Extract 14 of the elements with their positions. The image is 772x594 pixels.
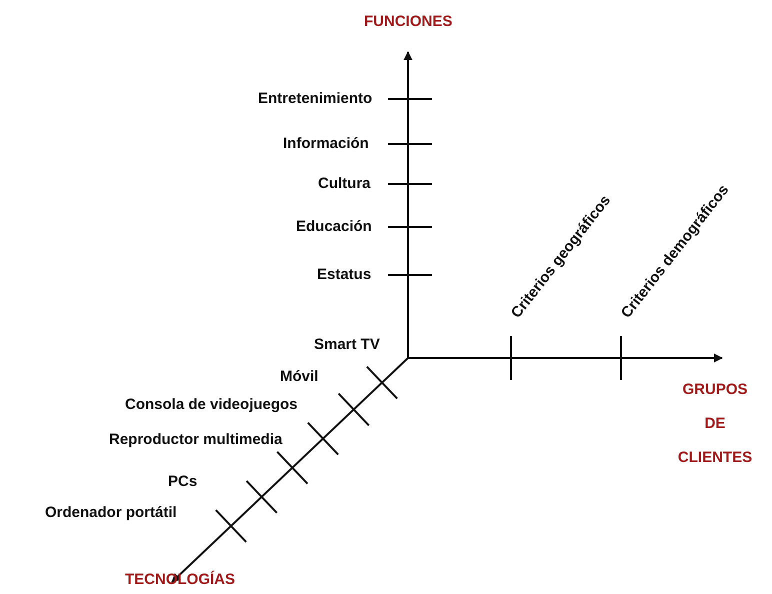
axis-value: Ordenador portátil	[45, 504, 177, 522]
axis-value: Entretenimiento	[258, 90, 372, 108]
axis-value: Educación	[296, 218, 372, 236]
axis-value: Información	[283, 135, 369, 153]
axis-title: TECNOLOGÍAS	[125, 571, 236, 589]
axis-value: Consola de videojuegos	[125, 396, 298, 414]
axis-value: Smart TV	[314, 336, 380, 354]
axis-value: Cultura	[318, 175, 370, 193]
axis-value: PCs	[168, 473, 198, 491]
axis-value: Móvil	[280, 368, 318, 386]
axis-title: FUNCIONES	[364, 13, 452, 31]
axis-value: Reproductor multimedia	[109, 431, 282, 449]
axis-title: GRUPOS DE CLIENTES	[676, 380, 754, 468]
axis-value: Estatus	[317, 266, 372, 284]
